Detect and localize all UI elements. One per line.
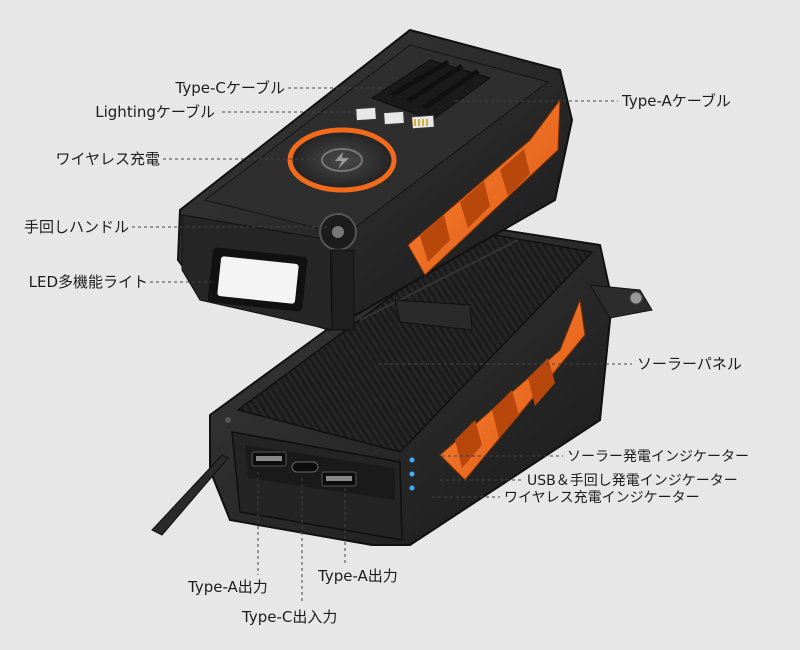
lightning-icon [335,152,349,169]
label-type-c-inout: Type-C出入力 [242,608,338,626]
label-usb-crank-indicator: USB＆手回し発電インジケーター [527,473,738,489]
cable-bay [370,59,492,121]
label-type-a-output-left: Type-A出力 [188,578,268,596]
orange-bumper [407,98,561,276]
label-type-a-output-right: Type-A出力 [318,567,398,585]
label-led-light: LED多機能ライト [28,273,148,291]
label-wireless-charging: ワイヤレス充電 [55,150,160,168]
hand-crank-icon [319,213,357,331]
led-lamp-icon [207,247,308,312]
label-solar-indicator: ソーラー発電インジケーター [567,449,749,465]
label-hand-crank: 手回しハンドル [23,218,129,236]
label-solar-panel: ソーラーパネル [637,355,742,373]
label-type-c-cable: Type-Cケーブル [175,79,285,97]
usb-c-port-icon [291,461,319,473]
label-lighting-cable: Lightingケーブル [95,103,215,121]
usb-a-port-icon [251,451,287,467]
lower-power-bank [151,223,653,546]
label-type-a-cable: Type-Aケーブル [622,92,731,110]
usb-a-port-icon [321,471,357,487]
wireless-charging-pad [287,127,397,193]
orange-bumper [439,298,586,481]
leader-lines [132,87,632,604]
label-wireless-indicator: ワイヤレス充電インジケーター [504,490,700,506]
upper-power-bank [176,28,574,332]
